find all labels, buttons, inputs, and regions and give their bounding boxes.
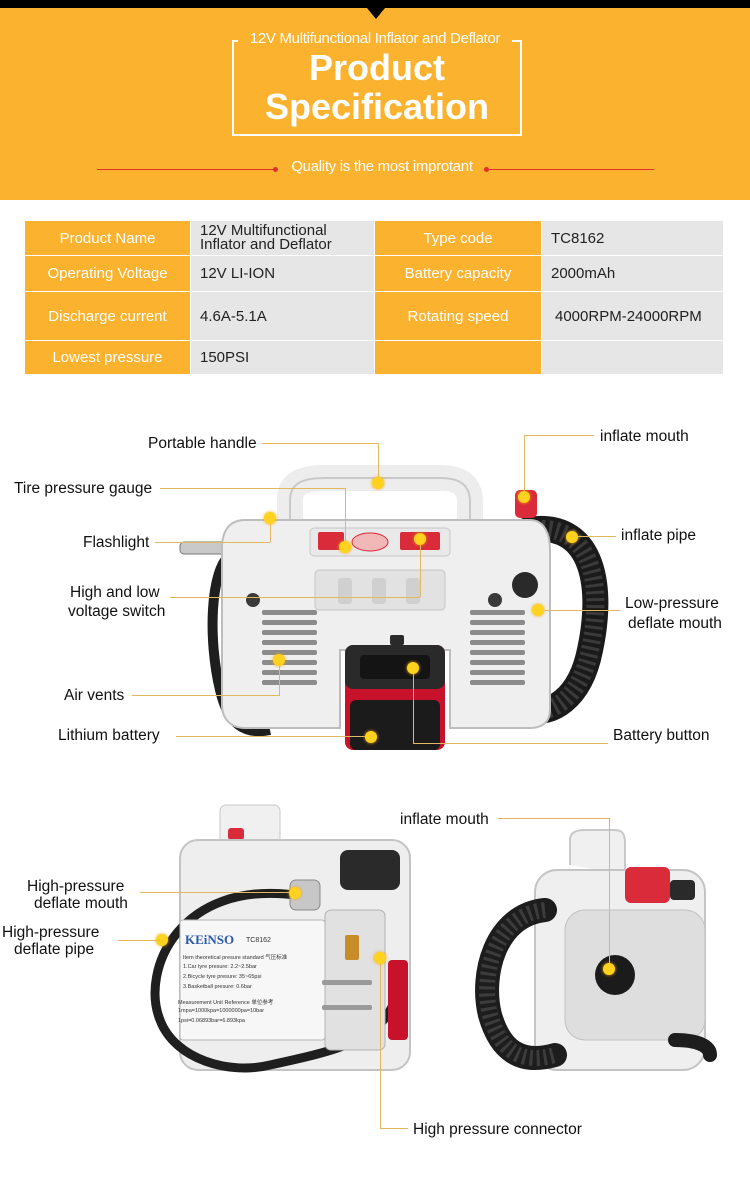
callout-line [140,892,290,893]
callout-line [262,443,379,444]
sticker-line: 3.Basketball presure: 0.6bar [183,984,252,990]
callout-line [498,818,610,819]
sticker-model: TC8162 [246,937,271,944]
callout-dot [532,604,544,616]
callout-tire-pressure-gauge: Tire pressure gauge [14,480,153,497]
callout-line [380,1128,408,1129]
product-left-side-image [150,804,411,1073]
callout-voltage-switch-line1: High and low [70,584,160,601]
callout-line [118,940,158,941]
page-title-line2: Specification [264,86,490,127]
callout-line [132,695,280,696]
spec-label: Rotating speed [375,292,541,340]
callout-hp-connector: High pressure connector [413,1121,582,1138]
callout-line [160,488,345,489]
sticker-unit-heading: Measurement Unit Reference 单位参考 [178,1000,274,1006]
callout-line [378,443,379,483]
product-right-side-image [475,829,717,1071]
callout-line [413,668,414,743]
callout-line [524,435,594,436]
spec-value: 2000mAh [542,256,723,291]
sticker-unit: 1mpa=1000kpa=1000000pa=10bar [178,1008,265,1014]
sticker-line: 1.Car tyre presure: 2.2~2.5bar [183,964,257,970]
sticker-line: 2.Bicycle tyre presure: 35~65psi [183,974,262,980]
callout-line [155,542,270,543]
callout-line [609,818,610,968]
callout-dot [407,662,419,674]
callout-voltage-switch-line2: voltage switch [68,603,166,620]
callout-air-vents: Air vents [64,687,125,704]
spec-label: Lowest pressure [25,341,190,374]
top-black-bar [0,0,750,8]
callout-dot [156,934,168,946]
divider-dot [484,167,489,172]
header-subtitle: 12V Multifunctional Inflator and Deflato… [249,30,501,47]
callout-low-pressure-line2: deflate mouth [628,615,722,632]
callout-line [170,597,420,598]
callout-line [413,743,608,744]
callout-lithium-battery: Lithium battery [58,727,160,744]
callout-line [270,518,271,542]
callout-dot [518,491,530,503]
callout-low-pressure-line1: Low-pressure [625,595,719,612]
divider-right [486,169,654,170]
callout-dot [372,477,384,489]
callout-inflate-pipe: inflate pipe [621,527,696,544]
page-title-line1: Product [308,47,445,88]
callout-dot [414,533,426,545]
callout-side-inflate-mouth: inflate mouth [400,811,489,828]
spec-label: Operating Voltage [25,256,190,291]
callout-line [380,960,381,1128]
callout-dot [566,531,578,543]
callout-line [345,488,346,546]
spec-value: 150PSI [191,341,374,374]
tagline: Quality is the most improtant [291,158,473,175]
callout-line [176,736,366,737]
callout-line [524,435,525,495]
callout-line [279,660,280,695]
callout-hp-pipe-line2: deflate pipe [14,941,95,958]
callout-dot [339,541,351,553]
callout-line [420,542,421,597]
header-banner [0,0,750,200]
callout-battery-button: Battery button [613,727,710,744]
callout-hp-pipe-line1: High-pressure [2,924,100,941]
spec-label: Battery capacity [375,256,541,291]
sticker-unit: 1psi=0.06893bar=6.893kpa [178,1018,245,1024]
spec-value: 4.6A-5.1A [191,292,374,340]
spec-table: Product Name 12V Multifunctional Inflato… [25,221,723,374]
sticker-brand: KEiNSO [185,932,235,947]
callout-hp-mouth-line2: deflate mouth [34,895,128,912]
chevron-down-icon [367,8,385,19]
spec-value: TC8162 [542,221,723,255]
spec-label: Type code [375,221,541,255]
callout-flashlight: Flashlight [83,534,150,551]
spec-value: 4000RPM-24000RPM [542,292,723,340]
spec-label-empty [375,341,541,374]
callout-dot [603,963,615,975]
spec-label: Discharge current [25,292,190,340]
callout-line [578,536,616,537]
product-front-image [179,465,609,750]
callout-hp-mouth-line1: High-pressure [27,878,125,895]
title-frame-corner [512,40,520,42]
callout-dot [289,887,301,899]
callout-dot [374,952,386,964]
spec-value: 12V LI-ION [191,256,374,291]
sticker-heading: Item theoretical presure standard 气压标准 [183,955,288,961]
spec-value: 12V Multifunctional Inflator and Deflato… [191,221,374,255]
callout-inflate-mouth: inflate mouth [600,428,689,445]
callout-line [545,610,620,611]
divider-dot [273,167,278,172]
spec-value-empty [542,341,723,374]
callout-dot [264,512,276,524]
spec-label: Product Name [25,221,190,255]
callout-portable-handle: Portable handle [148,435,257,452]
callout-dot [365,731,377,743]
title-frame [232,40,522,136]
divider-left [97,169,275,170]
callout-dot [273,654,285,666]
title-frame-corner [232,40,238,42]
